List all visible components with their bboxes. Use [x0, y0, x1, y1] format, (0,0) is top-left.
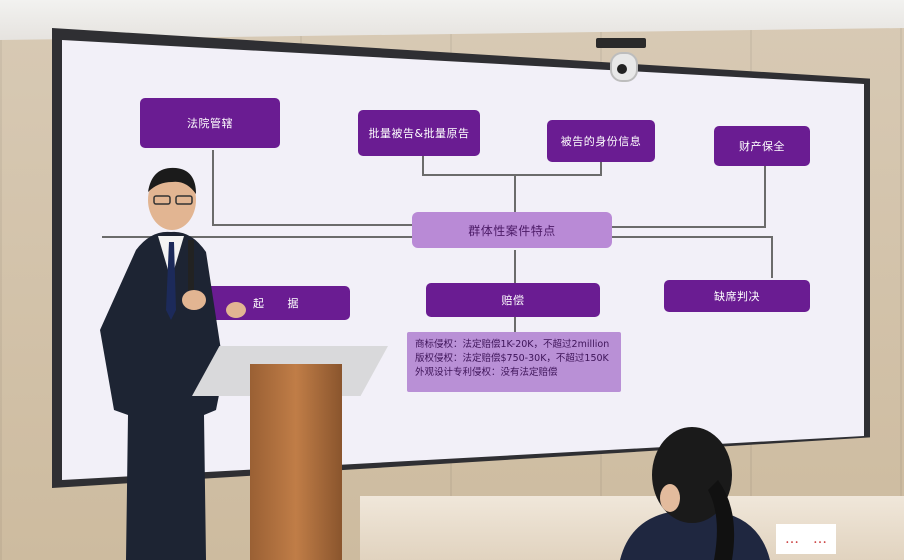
connector-line [212, 224, 412, 226]
node-label: 起 据 [253, 297, 299, 310]
camera-body [610, 52, 638, 82]
connector-line [600, 160, 602, 176]
node-label: 财产保全 [739, 140, 785, 153]
node-label: 法院管辖 [187, 117, 233, 130]
connector-line [514, 174, 516, 212]
node-asset-preservation: 财产保全 [714, 126, 810, 166]
connector-line [771, 236, 773, 278]
node-label: 被告的身份信息 [560, 135, 642, 148]
note-line: 版权侵权：法定赔偿$750-30K，不超过150K [415, 353, 609, 364]
node-court-jurisdiction: 法院管辖 [140, 98, 280, 148]
ceiling-camera [596, 38, 646, 82]
camera-lens-icon [617, 64, 627, 74]
connector-line [422, 152, 424, 174]
nameplate: … … [776, 524, 836, 554]
node-default-judgment: 缺席判决 [664, 280, 810, 312]
compensation-note-box: 商标侵权：法定赔偿1K-20K，不超过2million 版权侵权：法定赔偿$75… [407, 332, 621, 392]
camera-mount [596, 38, 646, 48]
connector-line [422, 174, 602, 176]
note-line: 外观设计专利侵权：没有法定赔偿 [415, 367, 558, 378]
node-batch-parties: 批量被告&批量原告 [358, 110, 480, 156]
connector-line [514, 250, 516, 288]
wooden-podium [250, 364, 342, 560]
node-label: 批量被告&批量原告 [368, 127, 470, 140]
connector-line [212, 150, 214, 226]
connector-line [764, 166, 766, 226]
node-defendant-identity: 被告的身份信息 [547, 120, 655, 162]
node-label: 缺席判决 [714, 290, 760, 303]
node-label: 群体性案件特点 [468, 223, 556, 238]
audience-member [620, 427, 770, 560]
connector-line [612, 226, 766, 228]
node-label: 赔偿 [501, 294, 525, 307]
connector-line [612, 236, 772, 238]
node-center-topic: 群体性案件特点 [412, 212, 612, 248]
connector-line [514, 312, 516, 332]
connector-line [102, 236, 412, 238]
note-line: 商标侵权：法定赔偿1K-20K，不超过2million [415, 339, 610, 350]
node-compensation: 赔偿 [426, 283, 600, 317]
node-evidence: 起 据 [202, 286, 350, 320]
speaker-figure [100, 167, 246, 560]
